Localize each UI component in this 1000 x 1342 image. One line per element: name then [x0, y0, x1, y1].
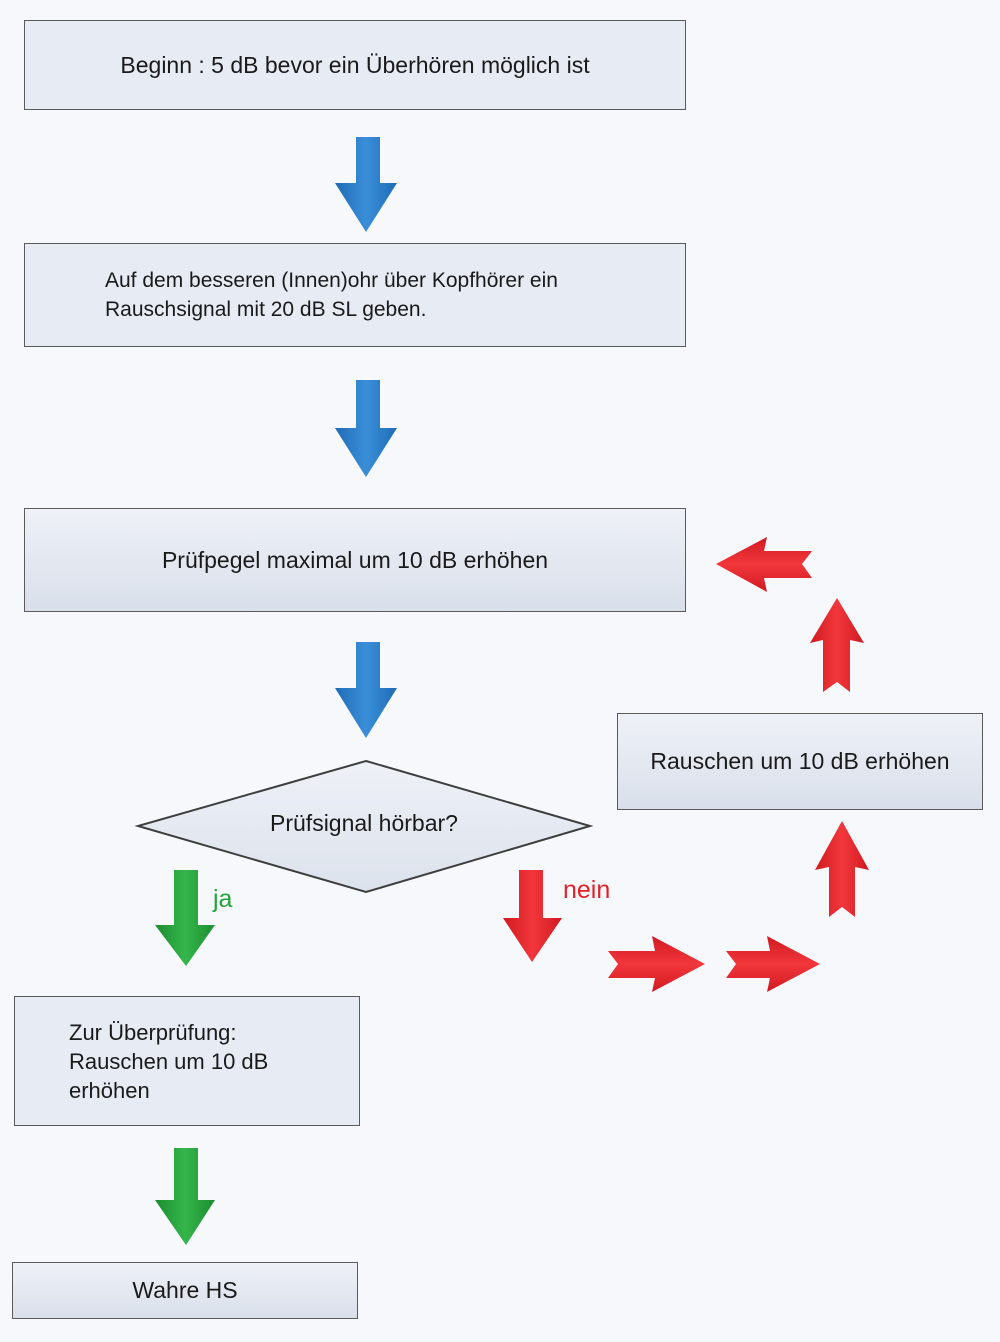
- result-box: Wahre HS: [12, 1262, 358, 1319]
- decision-diamond: [134, 759, 594, 894]
- yes-label: ja: [213, 885, 233, 913]
- result-box-text: Wahre HS: [132, 1277, 238, 1303]
- raise-test-level-box: Prüfpegel maximal um 10 dB erhöhen: [24, 508, 686, 612]
- arrow-right-red-2: [726, 936, 820, 992]
- start-box: Beginn : 5 dB bevor ein Überhören möglic…: [24, 20, 686, 110]
- arrow-down-blue-1: [335, 137, 397, 232]
- raise-noise-box-text: Rauschen um 10 dB erhöhen: [650, 748, 950, 774]
- arrow-up-red-2: [810, 598, 864, 692]
- raise-noise-box: Rauschen um 10 dB erhöhen: [617, 713, 983, 810]
- arrow-down-blue-3: [335, 642, 397, 738]
- arrow-down-green-1: [155, 870, 215, 966]
- verification-box: Zur Überprüfung: Rauschen um 10 dB erhöh…: [14, 996, 360, 1126]
- arrow-down-blue-2: [335, 380, 397, 477]
- start-box-text: Beginn : 5 dB bevor ein Überhören möglic…: [120, 51, 590, 78]
- decision-text: Prüfsignal hörbar?: [270, 810, 458, 836]
- no-label: nein: [563, 876, 611, 904]
- raise-test-level-box-text: Prüfpegel maximal um 10 dB erhöhen: [161, 546, 549, 573]
- noise-signal-box-text: Auf dem besseren (Innen)ohr über Kopfhör…: [105, 269, 558, 321]
- verification-box-text: Zur Überprüfung: Rauschen um 10 dB erhöh…: [69, 1019, 269, 1103]
- arrow-up-red-1: [815, 821, 869, 917]
- arrow-down-red: [503, 870, 562, 962]
- noise-signal-box: Auf dem besseren (Innen)ohr über Kopfhör…: [24, 243, 686, 347]
- arrow-down-green-2: [155, 1148, 215, 1245]
- arrow-left-red: [716, 537, 812, 592]
- arrow-right-red-1: [608, 936, 705, 992]
